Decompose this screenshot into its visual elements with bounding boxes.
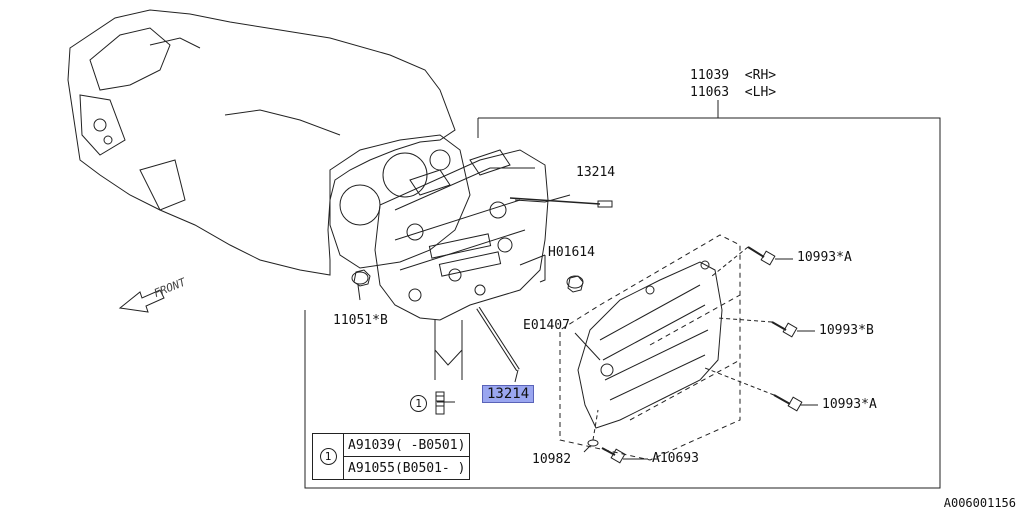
- legend-marker: 1: [319, 448, 337, 465]
- label-e01407[interactable]: E01407: [523, 318, 570, 333]
- legend-row-1[interactable]: A91039( -B0501): [342, 433, 471, 457]
- bolt-mid-icon: [771, 321, 798, 338]
- label-10993b[interactable]: 10993*B: [819, 323, 874, 338]
- part-number-11063[interactable]: 11063: [690, 85, 730, 100]
- label-a10693[interactable]: A10693: [652, 451, 699, 466]
- legend-marker-cell: 1: [312, 433, 344, 480]
- label-h01614[interactable]: H01614: [548, 245, 595, 260]
- front-arrow-icon: [118, 289, 165, 313]
- label-11063-lh[interactable]: 11063 <LH>: [690, 86, 776, 100]
- cylinder-head-outline: [374, 149, 549, 321]
- part-number-11039[interactable]: 11039: [690, 68, 730, 83]
- label-11051b[interactable]: 11051*B: [333, 313, 388, 328]
- ref-circle-number: 1: [410, 395, 427, 412]
- lh-tag: <LH>: [744, 85, 777, 100]
- gasket-outline: [329, 134, 471, 269]
- legend-row-2[interactable]: A91055(B0501- ): [342, 456, 471, 480]
- legend-row: 1 A91039( -B0501): [312, 433, 471, 480]
- bolt-top-icon: [747, 246, 776, 266]
- label-10993a-bottom[interactable]: 10993*A: [822, 397, 877, 412]
- label-10993a-top[interactable]: 10993*A: [797, 250, 852, 265]
- assembly-bracket: [304, 117, 941, 489]
- label-13214-upper[interactable]: 13214: [576, 165, 616, 180]
- label-11039-rh[interactable]: 11039 <RH>: [690, 69, 776, 83]
- engine-block-outline: [67, 9, 456, 276]
- ref-circle-1: 1: [410, 395, 427, 412]
- legend-table: 1 A91039( -B0501) A91055(B0501- ): [312, 433, 471, 480]
- rh-tag: <RH>: [744, 68, 777, 83]
- legend-row: A91055(B0501- ): [313, 456, 471, 480]
- bolt-bottom-icon: [773, 394, 803, 412]
- diagram-id: A006001156: [943, 496, 1016, 510]
- label-10982[interactable]: 10982: [532, 452, 572, 467]
- cam-cover-outline: [577, 261, 723, 429]
- label-13214-lower-highlighted[interactable]: 13214: [482, 385, 535, 403]
